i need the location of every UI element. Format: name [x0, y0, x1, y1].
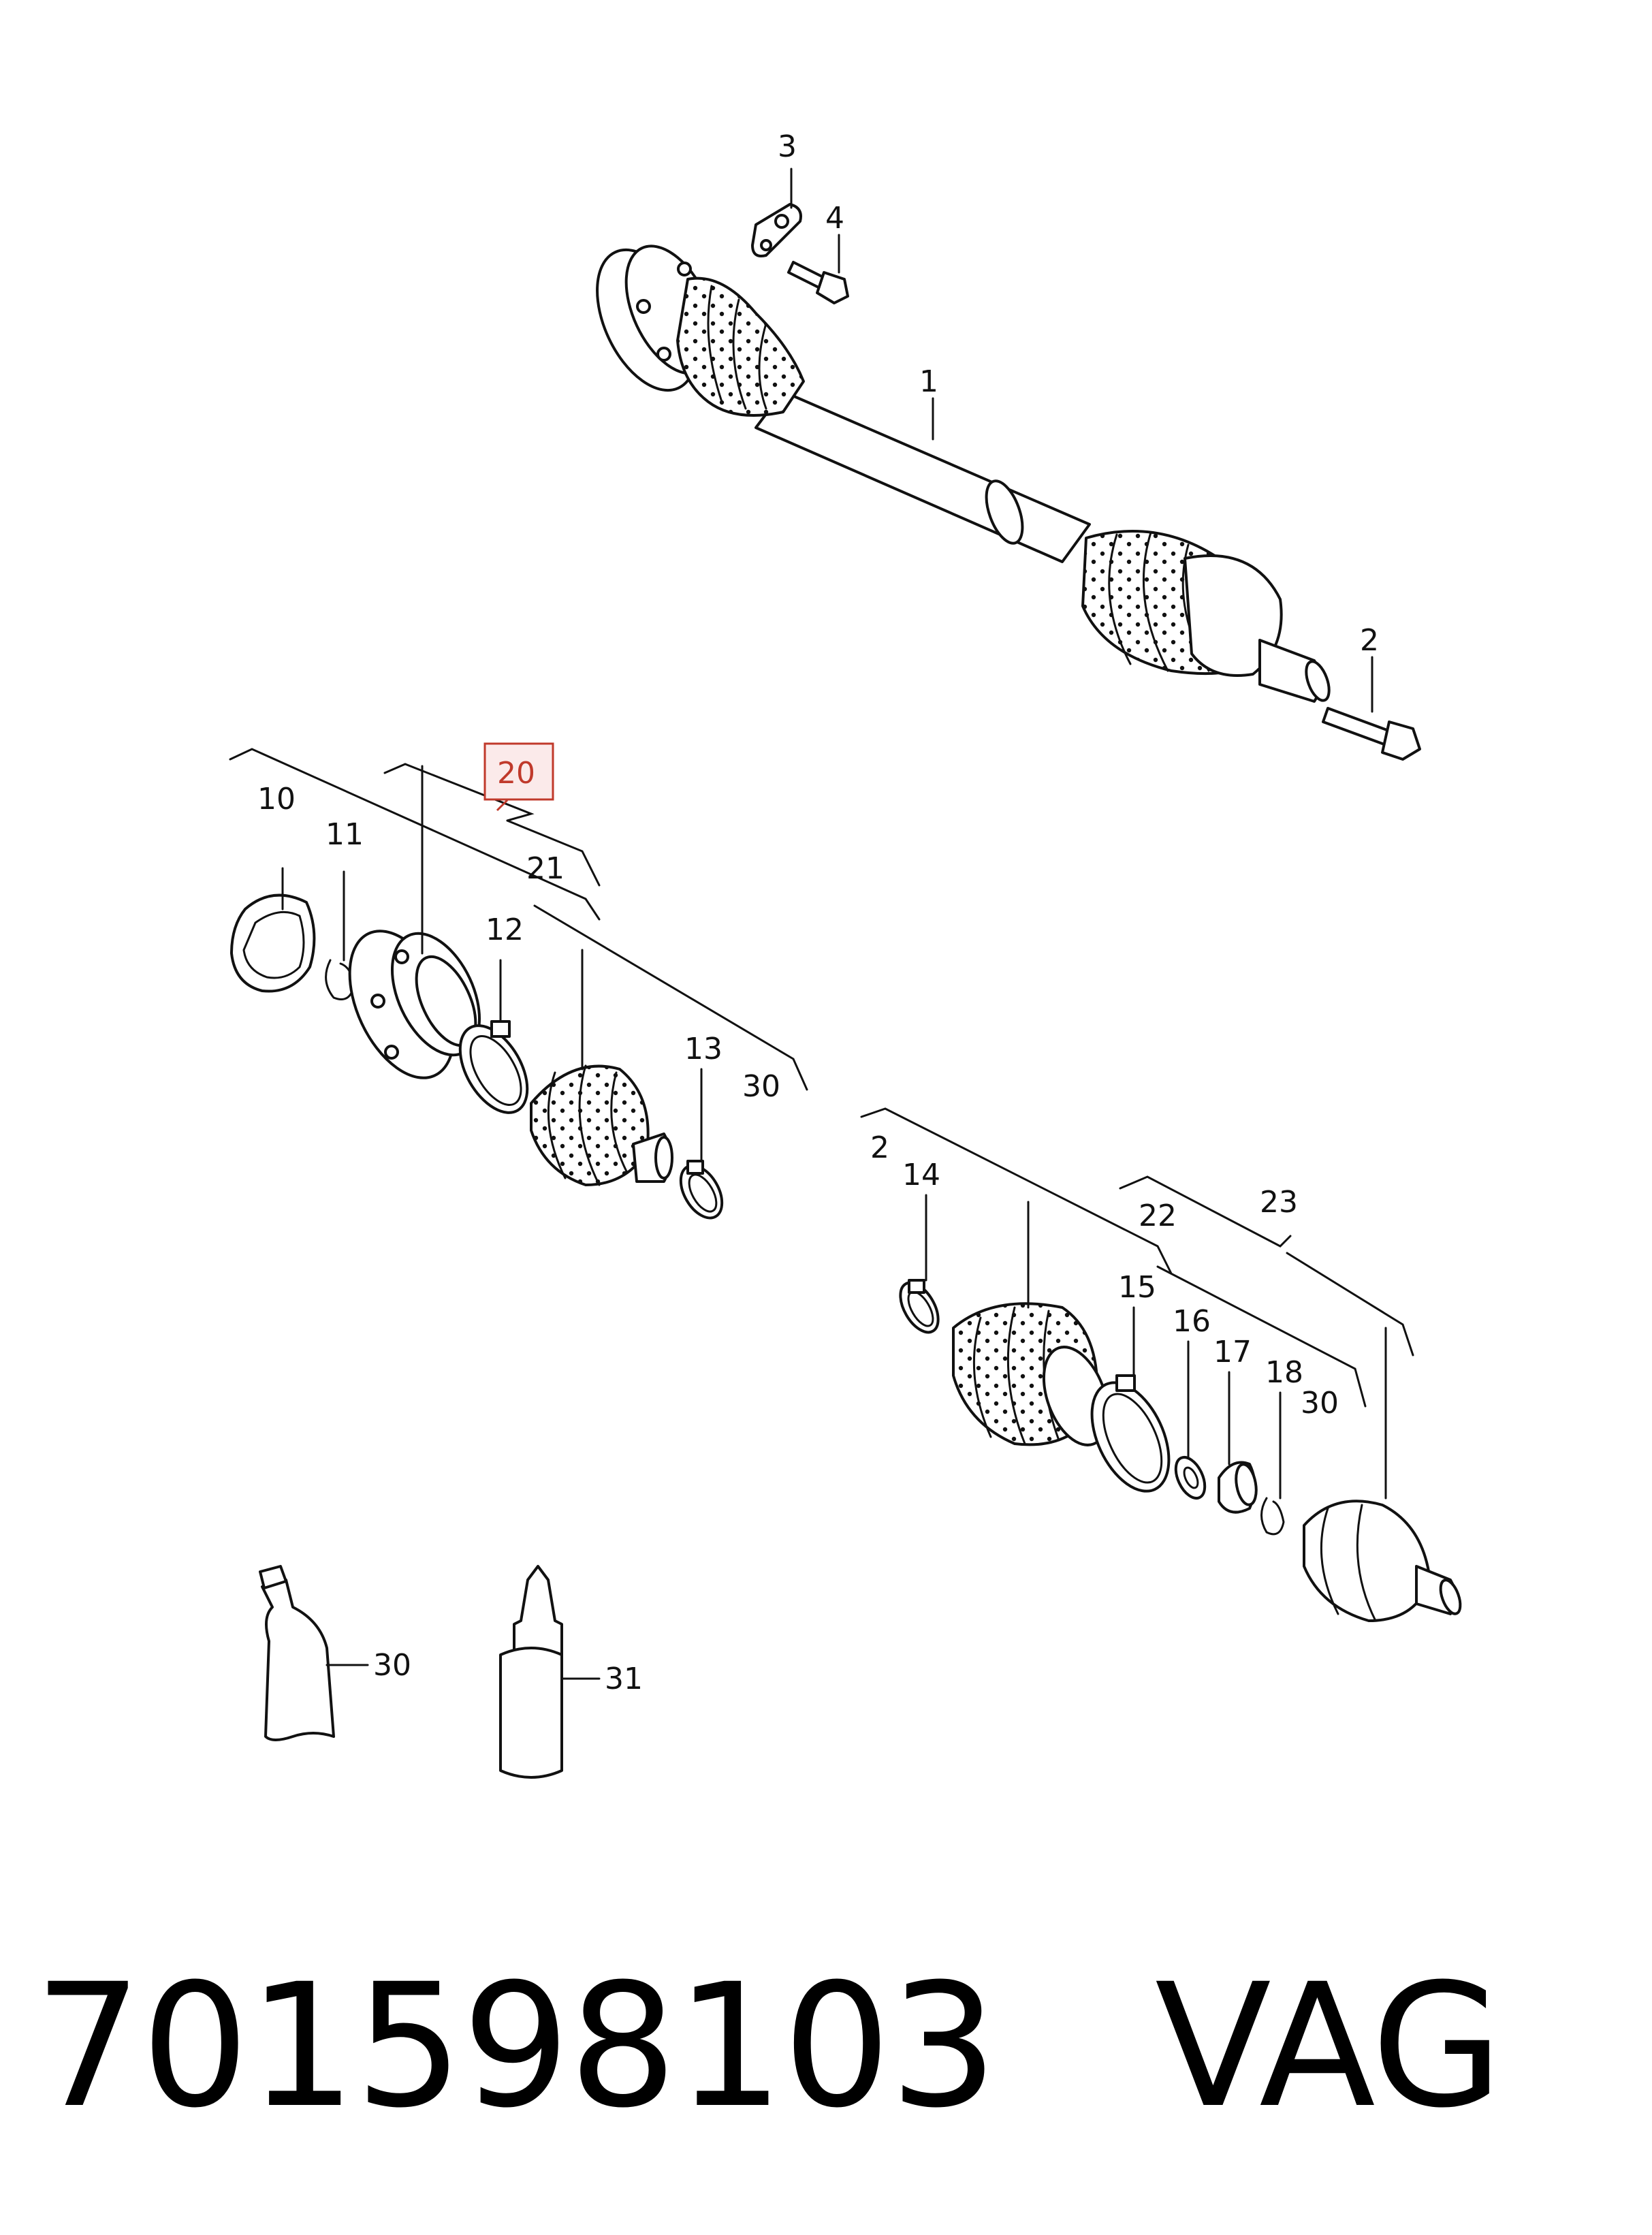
callout-2-right: 2	[870, 1130, 889, 1165]
callout-30-right: 30	[1301, 1386, 1339, 1421]
callout-11: 11	[325, 817, 364, 852]
highlight-box	[483, 742, 554, 801]
callout-31: 31	[605, 1662, 643, 1696]
callout-2-top: 2	[1360, 623, 1379, 658]
inner-joint-kit	[230, 893, 724, 1220]
leader-lines	[229, 168, 1414, 1500]
part-number: 701598103	[34, 1947, 998, 2145]
callout-10: 10	[257, 782, 296, 817]
callout-15: 15	[1118, 1270, 1156, 1305]
callout-23: 23	[1260, 1185, 1298, 1220]
callout-22: 22	[1139, 1199, 1177, 1233]
grease-and-sealant	[259, 1565, 601, 1779]
brand-name: VAG	[1154, 1947, 1503, 2145]
callout-12: 12	[486, 913, 524, 947]
callout-3: 3	[778, 129, 797, 164]
callout-30-tube: 30	[373, 1648, 411, 1683]
callout-21: 21	[526, 851, 565, 886]
callout-20: 20	[497, 756, 535, 791]
callout-14: 14	[902, 1158, 940, 1192]
callout-16: 16	[1173, 1304, 1211, 1339]
callout-17: 17	[1213, 1335, 1252, 1369]
callout-13: 13	[684, 1032, 722, 1066]
callout-30-left: 30	[742, 1069, 780, 1104]
callout-1: 1	[919, 364, 938, 399]
callout-labels: 3 4 1 2 10 11 21 12 13 30 2 14 22 23 15 …	[257, 129, 1379, 1696]
callout-20-highlight[interactable]: 20	[483, 742, 554, 812]
part-number-footer: 701598103 VAG	[34, 1961, 1503, 2131]
drive-shaft-assembly	[596, 203, 1421, 761]
callout-18: 18	[1265, 1355, 1303, 1390]
outer-joint-kit	[899, 1279, 1462, 1622]
callout-4: 4	[825, 201, 844, 236]
